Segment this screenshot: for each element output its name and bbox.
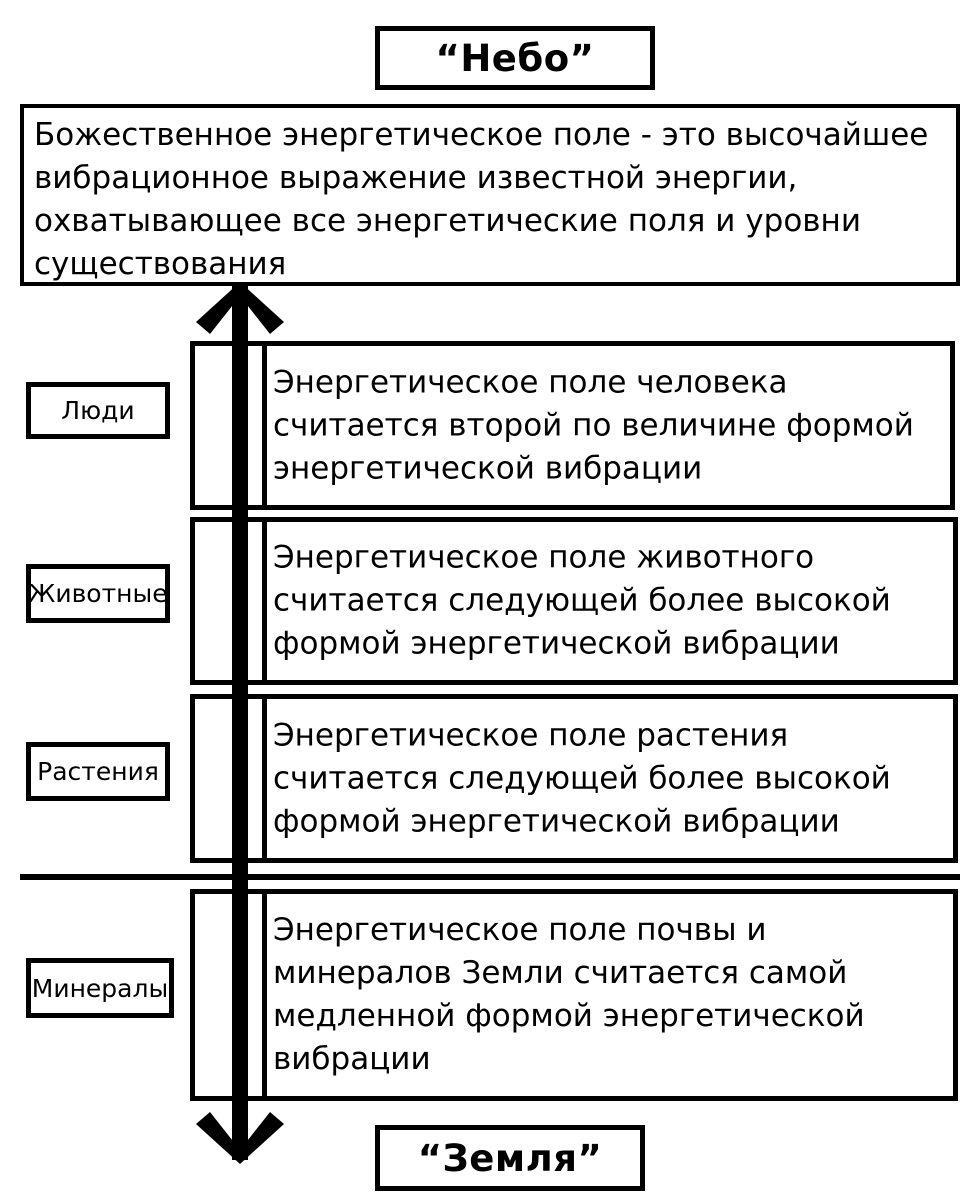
row-line: Энергетическое поле животного — [273, 539, 815, 576]
row-line: медленной формой энергетической — [273, 998, 865, 1034]
category-label-plants: Растения — [37, 757, 159, 786]
sky-caption-box: “Небо” — [375, 26, 655, 90]
row-inner-divider — [262, 698, 267, 859]
row-box-plants: Энергетическое поле растения считается с… — [190, 694, 958, 863]
divine-field-description-box: Божественное энергетическое поле - это в… — [20, 104, 960, 286]
arrow-head-up-icon — [188, 282, 292, 338]
earth-boundary-divider — [20, 874, 960, 880]
category-label-box-plants: Растения — [26, 742, 170, 801]
row-text-humans: Энергетическое поле человека считается в… — [273, 361, 942, 490]
category-label-animals: Животные — [28, 579, 168, 608]
category-label-minerals: Минералы — [31, 973, 169, 1003]
row-box-minerals: Энергетическое поле почвы и минералов Зе… — [190, 889, 958, 1101]
row-inner-divider — [262, 893, 267, 1097]
row-line: Энергетическое поле растения — [273, 717, 789, 753]
row-text-plants: Энергетическое поле растения считается с… — [273, 714, 945, 843]
row-line: формой энергетической вибрации — [273, 625, 840, 662]
intro-line: существования — [34, 246, 287, 282]
row-text-animals: Энергетическое поле животного считается … — [273, 537, 945, 666]
row-line: формой энергетической вибрации — [273, 803, 840, 839]
row-line: считается второй по величине формой — [273, 407, 914, 443]
intro-line: охватывающее все энергетические поля и у… — [34, 203, 861, 239]
earth-caption-label: “Земля” — [417, 1136, 603, 1180]
intro-line: Божественное энергетическое поле - это в… — [34, 117, 929, 153]
row-line: Энергетическое поле почвы и — [273, 912, 767, 948]
row-inner-divider — [262, 521, 267, 681]
category-label-box-animals: Животные — [26, 564, 170, 623]
intro-line: вибрационное выражение известной энергии… — [34, 160, 798, 196]
arrow-head-down-icon — [188, 1108, 292, 1164]
category-label-humans: Люди — [61, 396, 135, 425]
row-line: минералов Земли считается самой — [273, 955, 848, 991]
row-line: считается следующей более высокой — [273, 760, 891, 796]
row-text-minerals: Энергетическое поле почвы и минералов Зе… — [273, 909, 945, 1081]
row-line: считается следующей более высокой — [273, 582, 891, 619]
row-line: Энергетическое поле человека — [273, 364, 788, 400]
row-inner-divider — [262, 345, 267, 506]
row-box-animals: Энергетическое поле животного считается … — [190, 517, 958, 685]
earth-caption-box: “Земля” — [375, 1125, 645, 1191]
category-label-box-minerals: Минералы — [26, 958, 174, 1018]
row-box-humans: Энергетическое поле человека считается в… — [190, 341, 955, 510]
vertical-double-arrow — [196, 282, 284, 1164]
row-line: энергетической вибрации — [273, 450, 703, 486]
row-line: вибрации — [273, 1041, 431, 1077]
sky-caption-label: “Небо” — [435, 36, 595, 80]
category-label-box-humans: Люди — [26, 382, 170, 439]
